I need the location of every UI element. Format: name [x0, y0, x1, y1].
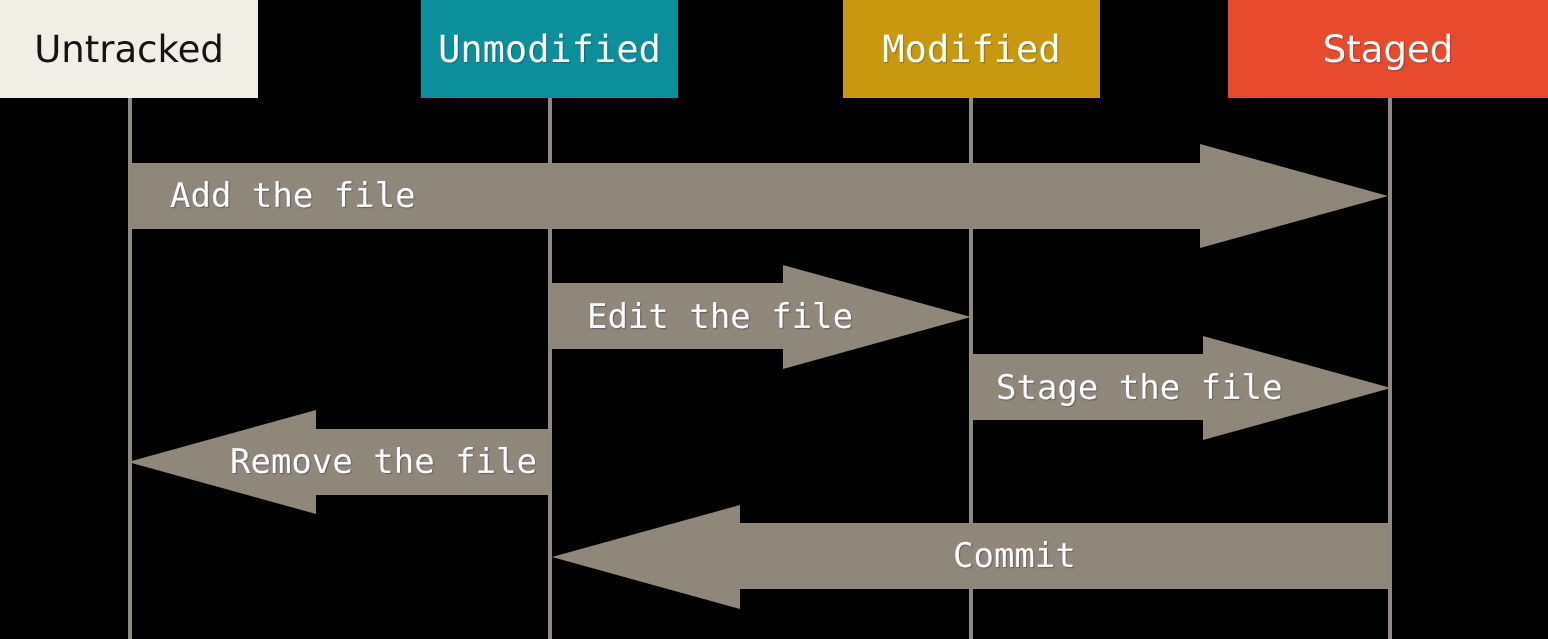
arrow-head-left-icon — [128, 410, 316, 514]
state-box-modified: Modified — [843, 0, 1100, 98]
transition-label: Add the file — [170, 176, 416, 216]
state-box-unmodified: Unmodified — [421, 0, 678, 98]
arrow-head-right-icon — [1200, 144, 1388, 248]
lifeline-untracked — [128, 98, 132, 639]
state-box-untracked: Untracked — [0, 0, 258, 98]
arrow-head-right-icon — [1203, 336, 1391, 440]
state-label-untracked: Untracked — [34, 27, 224, 71]
transition-label: Edit the file — [587, 297, 854, 337]
arrow-shaft — [315, 429, 550, 495]
state-box-staged: Staged — [1228, 0, 1548, 98]
arrow-head-left-icon — [552, 505, 740, 609]
arrow-shaft — [130, 163, 1200, 229]
transition-label: Stage the file — [996, 368, 1283, 408]
arrow-shaft — [971, 354, 1203, 420]
arrow-head-right-icon — [783, 265, 971, 369]
state-label-staged: Staged — [1322, 27, 1454, 71]
arrow-shaft — [550, 283, 783, 349]
transition-label: Remove the file — [230, 442, 538, 482]
lifeline-unmodified — [548, 98, 552, 639]
arrow-shaft — [740, 523, 1390, 589]
state-label-modified: Modified — [882, 27, 1061, 71]
state-label-unmodified: Unmodified — [438, 27, 661, 71]
transition-label: Commit — [953, 536, 1076, 576]
